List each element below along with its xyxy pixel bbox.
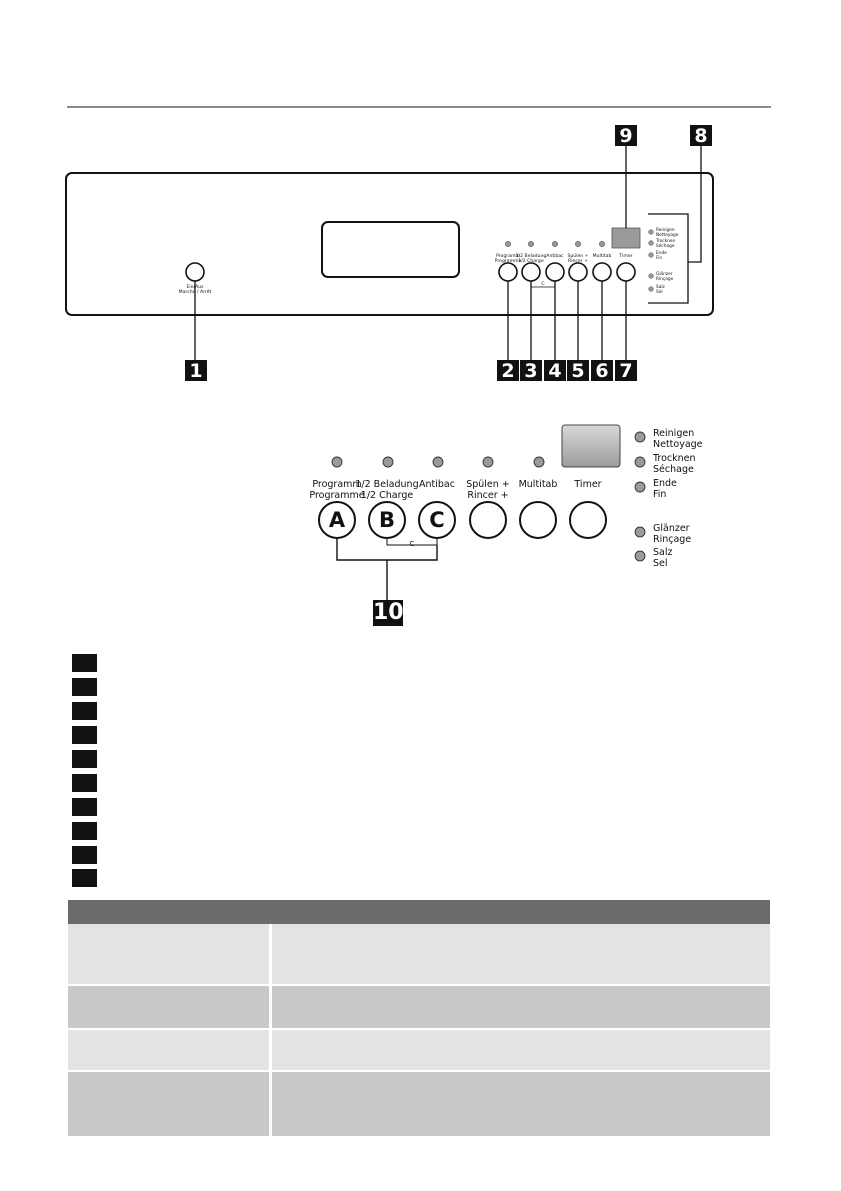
button-letter-b: B: [378, 508, 395, 532]
panel-bracket-label: C: [541, 282, 545, 287]
callout-7: 7: [615, 360, 637, 382]
legend-square-7: [72, 798, 97, 816]
display-window: [321, 221, 460, 278]
detail-label-antibac: Antibac: [419, 479, 455, 490]
panel-indicator-leds: [648, 229, 654, 292]
table-row: [68, 1030, 770, 1070]
callout-8: 8: [690, 125, 712, 147]
callout-9: 9: [615, 125, 637, 147]
on-off-button: [185, 262, 205, 282]
detail-label-multitab: Multitab: [518, 479, 558, 490]
table-header: [68, 900, 770, 924]
panel-digital-display: [611, 227, 641, 249]
onoff-label: Ein/Aus Marche / Arrêt: [171, 285, 219, 295]
panel-label-spuelen: Spülen +Rincer +: [567, 254, 589, 264]
button-letter-c: C: [429, 508, 445, 532]
callout-5: 5: [567, 360, 589, 382]
panel-outline: [65, 172, 714, 316]
control-panel-diagram: [65, 146, 714, 360]
detail-button-row: [318, 501, 607, 539]
callout-6: 6: [591, 360, 613, 382]
detail-digital-display: [561, 424, 621, 468]
table-row: [68, 986, 770, 1028]
legend-square-1: [72, 654, 97, 672]
panel-leader-lines: [507, 281, 627, 360]
callout-10: 10: [373, 600, 404, 626]
detail-label-timer: Timer: [574, 479, 602, 490]
legend-square-5: [72, 750, 97, 768]
legend-square-6: [72, 774, 97, 792]
panel-button-row: [498, 262, 636, 282]
callout-4: 4: [544, 360, 566, 382]
detail-diagram: [318, 424, 646, 600]
panel-led-row: [505, 241, 605, 247]
panel-label-multitab: Multitab: [592, 254, 612, 259]
detail-label-spuelen: Spülen +Rincer +: [466, 479, 510, 501]
onoff-label-line2: Marche / Arrêt: [178, 290, 212, 295]
legend-square-9: [72, 846, 97, 864]
detail-indicator-leds: [634, 431, 646, 562]
table-row: [68, 1072, 770, 1136]
legend-square-8: [72, 822, 97, 840]
indicator-bracket: [648, 213, 689, 304]
detail-led-row: [331, 456, 545, 468]
callout-2: 2: [497, 360, 519, 382]
panel-label-timer: Timer: [619, 254, 633, 259]
top-rule: [67, 106, 771, 108]
callout-1: 1: [185, 360, 207, 382]
legend-square-4: [72, 726, 97, 744]
legend-square-2: [72, 678, 97, 696]
callout-3: 3: [520, 360, 542, 382]
onoff-label-line1: Ein/Aus: [186, 285, 204, 290]
detail-bracket-label: C: [409, 540, 415, 548]
button-letter-a: A: [328, 508, 346, 532]
legend-square-3: [72, 702, 97, 720]
panel-label-antibac: Antibac: [546, 254, 564, 259]
table-row: [68, 924, 770, 984]
legend-square-10: [72, 869, 97, 887]
